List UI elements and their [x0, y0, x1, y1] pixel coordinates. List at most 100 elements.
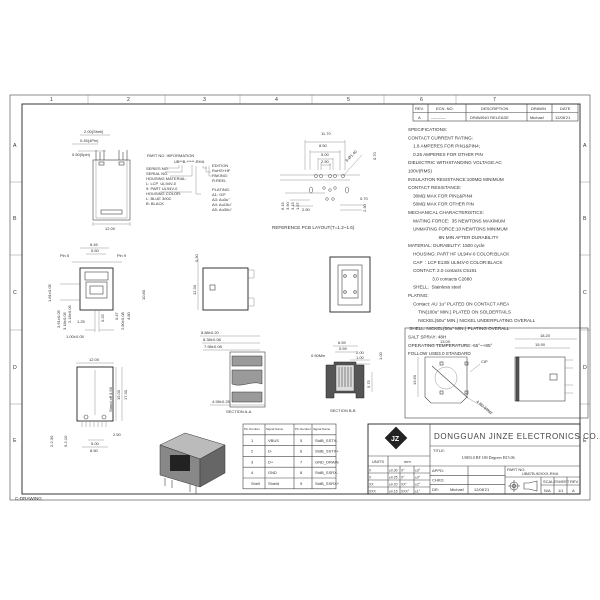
- pin-table-cell: Shell: [251, 481, 260, 486]
- dim-label: 2.00: [356, 350, 365, 355]
- pcb-caption: REFERENCE PCB LAYOUT(T=1.2~1.6): [272, 225, 355, 230]
- rev-label: REV.: [570, 479, 579, 484]
- dim-label: 6.59: [338, 340, 347, 345]
- part-info-item: B: BLACK: [146, 201, 164, 206]
- dim-label: 2.18±0.05: [67, 304, 72, 323]
- pin-table-cell: 7: [300, 459, 303, 464]
- spec-line: MATERIAL: DURABILITY: 1500 cycle: [408, 243, 485, 248]
- cip-view-panel: 13.00 13.60 CIP 4-R0.5Max 18.20 15.90: [404, 327, 589, 419]
- part-info-title: PART NO. INFORMATION: [147, 153, 194, 158]
- drawn-date: 12/08'21: [474, 487, 490, 492]
- dim-label: 5.00: [321, 152, 330, 157]
- part-info-item: 9: PART UL94V-0: [146, 186, 178, 191]
- part-no-value: UB87B-90XXX-RHA: [522, 471, 559, 476]
- spec-line: HOUSING: PART HF UL94V-0 COLOR:BLACK: [408, 252, 510, 257]
- section-b-b: 6.59 5.59 0.50Min 2.00 1.00 1.00 5.75 SE…: [311, 340, 383, 413]
- part-info-item: L: BLUE 300C: [146, 196, 172, 201]
- pin-table-cell: 9: [300, 481, 303, 486]
- dim-label: 3.18±0.05: [62, 311, 67, 330]
- spec-line: SHELL: NICKEL(50u" MIN.) PLATING OVERALL: [408, 326, 510, 331]
- tolerance-cell: X: [369, 476, 372, 480]
- appd-label: APPD:: [432, 468, 444, 473]
- tolerance-cell: ±0.15: [389, 490, 398, 494]
- part-no-label: PART NO.: [507, 467, 525, 472]
- dr-label: DR:: [432, 487, 439, 492]
- spec-line: SHELL: Stainless steel: [408, 285, 461, 290]
- dim-label: 12.00: [89, 357, 100, 362]
- ecn-header: ECN. NO.: [436, 106, 454, 111]
- dim-label: 7.98±0.08: [204, 344, 223, 349]
- part-info-item: R:REEL: [212, 178, 227, 183]
- logo-text: JZ: [391, 436, 400, 443]
- bottom-view: 12.00 Stand off 3.58 15.00 17.30 2-2.30 …: [49, 357, 128, 453]
- part-info-item: PAKING:: [212, 173, 228, 178]
- drawing-type-label: C-DRAWING: [15, 496, 42, 501]
- rev-header: REV.: [415, 106, 424, 111]
- tolerance-cell: ±3°: [415, 476, 421, 480]
- tolerance-cell: ±2°: [415, 483, 421, 487]
- row-marker: C: [13, 290, 17, 296]
- pin-table-header: Signal Name: [313, 427, 331, 431]
- rev-value: A: [572, 488, 575, 493]
- dim-label: 4-R0.5Max: [475, 399, 493, 415]
- sheet-value: 1/1: [558, 488, 564, 493]
- drawn-header: DRAWN: [531, 106, 546, 111]
- tolerance-cell: X: [369, 469, 372, 473]
- part-info-item: EDITION: [212, 163, 228, 168]
- dim-label: 2.30: [362, 203, 367, 212]
- part-info-code: UB**B-*****-RHA: [174, 159, 205, 164]
- row-marker: A: [13, 143, 17, 149]
- scale-label: SCALE: [543, 479, 556, 484]
- spec-line: 3.0 contacts C2680: [408, 276, 472, 281]
- column-marker: 2: [127, 97, 130, 103]
- cip-label: CIP: [481, 359, 488, 364]
- spec-line: 50MΩ MAX FOR OTHER PIN: [408, 202, 474, 207]
- dim-label: 15.00: [116, 389, 121, 400]
- dim-label: 0.30: [194, 253, 199, 262]
- spec-line: 1.8 AMPERES FOR PIN1&PIN4;: [408, 144, 480, 149]
- units-label: UNITS: [372, 459, 384, 464]
- pin-table-cell: 1: [251, 438, 254, 443]
- description-value: DRAWING RELEASE: [470, 115, 509, 120]
- column-marker: 5: [347, 97, 350, 103]
- row-marker: E: [13, 438, 17, 444]
- tolerance-cell: ±0.20: [389, 483, 398, 487]
- tolerance-cell: X°: [401, 476, 405, 480]
- isometric-view: [159, 432, 226, 494]
- description-header: DESCRIPTION: [481, 106, 508, 111]
- dim-label: 5.75: [366, 379, 371, 388]
- dim-label: 1.00: [356, 355, 365, 360]
- part-info-item: RoHS+HF: [212, 168, 231, 173]
- dim-label: 8.38±0.08: [203, 337, 222, 342]
- pin-table-cell: 2: [251, 449, 254, 454]
- part-info-item: HOUSING MATERIAL:: [146, 176, 187, 181]
- dim-label: 1.67: [295, 201, 300, 210]
- section-b-label: SECTION B-B: [330, 408, 356, 413]
- tolerance-cell: X°: [401, 469, 405, 473]
- dim-label: 9-2.10: [63, 435, 68, 447]
- spec-line: PLATING:: [408, 293, 429, 298]
- dim-label: 2.80±0.08: [120, 311, 125, 330]
- pin-table-cell: 8: [300, 470, 303, 475]
- dim-label: 4.98±0.25: [212, 399, 231, 404]
- revision-table: REV. ECN. NO. DESCRIPTION DRAWN DATE A -…: [412, 103, 579, 122]
- third-angle-projection-icon: [508, 480, 538, 492]
- row-marker: C: [583, 290, 587, 296]
- pin-table-cell: StdB_SSTX-: [315, 438, 338, 443]
- row-marker: A: [583, 143, 587, 149]
- row-marker: E: [583, 438, 587, 444]
- pin-table-cell: 6: [300, 449, 303, 454]
- dim-label: 0.50(5pin): [72, 152, 91, 157]
- part-info-item: A3: Au3u": [212, 197, 230, 202]
- row-marker: B: [583, 216, 587, 222]
- title-label: TITLE:: [433, 448, 445, 453]
- spec-line: CONTACT RESISTANCE:: [408, 185, 461, 190]
- column-marker: 4: [275, 97, 278, 103]
- tolerance-cell: XX: [369, 483, 374, 487]
- dim-label: 3.90: [285, 201, 290, 210]
- spec-line: MECHANICAL CHARACTERISTICS:: [408, 210, 484, 215]
- units-value: mm: [404, 459, 411, 464]
- pin-table-cell: D-: [268, 449, 273, 454]
- spec-line: CONTACT CURRENT RATING:: [408, 135, 473, 140]
